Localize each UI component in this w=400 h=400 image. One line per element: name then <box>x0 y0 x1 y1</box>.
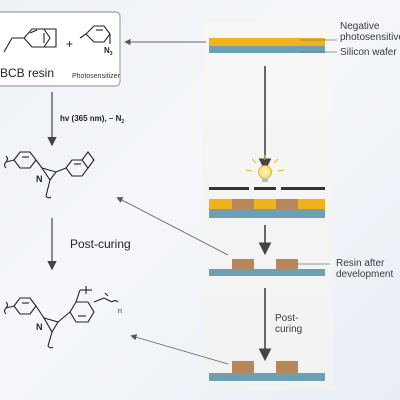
resin-label: BCB resin <box>0 66 54 80</box>
postcuring-label-line1: Post- <box>275 313 299 324</box>
development-label-line2: development <box>336 269 394 280</box>
aziridine-structure <box>3 151 95 199</box>
postcuring-label: Post- curing <box>275 313 302 335</box>
step2-label: Post-curing <box>70 237 131 251</box>
developed-feature-2 <box>276 259 298 269</box>
photomask-center <box>254 187 276 190</box>
cured-feature-2 <box>276 361 298 373</box>
repeat-unit-n: n <box>118 308 122 315</box>
link-arrow-bottom <box>130 334 229 365</box>
resin-layer-label-line2: photosensitive <box>340 32 400 43</box>
plus-sign: + <box>66 37 73 51</box>
n-atom-1: N <box>36 174 43 184</box>
azide-label: N3 <box>104 46 113 57</box>
postcuring-label-line2: curing <box>275 324 303 335</box>
resin-layer-label: Negative photosensitive <box>340 21 400 43</box>
initial-stack <box>209 38 325 53</box>
n-atom-2: N <box>36 322 43 332</box>
photomask-left <box>209 187 249 190</box>
developed-feature-1 <box>232 259 254 269</box>
link-arrow-mid <box>116 197 229 256</box>
photomask-right <box>281 187 325 190</box>
azide-structure <box>79 25 111 44</box>
bulb-icon <box>245 155 285 182</box>
cured-feature-1 <box>232 361 254 373</box>
cured-stack <box>209 361 325 381</box>
wafer-layer-label: Silicon wafer <box>340 47 397 58</box>
developed-stack <box>209 259 325 276</box>
resin-layer-label-line1: Negative <box>340 21 380 32</box>
exposed-stack <box>209 199 325 218</box>
resin-layer <box>209 38 325 46</box>
bcb-structure <box>3 28 57 53</box>
development-label: Resin after development <box>336 258 398 280</box>
development-label-line1: Resin after <box>336 258 385 269</box>
photosensitizer-label: Photosensitizer <box>72 73 121 80</box>
wafer-layer <box>209 46 325 53</box>
cured-polymer-structure <box>3 286 119 349</box>
step1-label: hv (365 nm), – N2 <box>60 114 124 125</box>
exposed-region-2 <box>276 199 298 209</box>
exposed-region-1 <box>232 199 254 209</box>
